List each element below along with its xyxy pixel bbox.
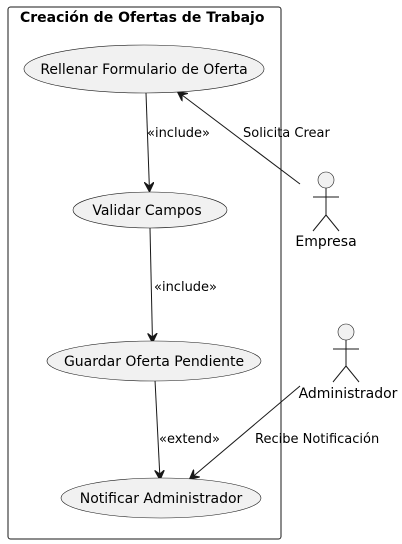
edge-validar-guardar: [150, 227, 153, 342]
system-boundary-frame: [7, 6, 282, 540]
actor-empresa-left-leg: [312, 214, 327, 232]
edge-label-include-1: «include»: [147, 126, 210, 141]
use-case-notificar: Notificar Administrador: [60, 477, 262, 519]
actor-administrador-right-leg: [345, 365, 360, 383]
use-case-validar-label: Validar Campos: [92, 203, 201, 219]
edge-rellenar-validar: [146, 92, 150, 191]
actor-empresa-right-leg: [325, 214, 340, 232]
edge-label-extend: «extend»: [159, 432, 220, 447]
edge-empresa-rellenar: [178, 92, 301, 185]
edge-administrador-notificar: [190, 385, 301, 479]
actor-administrador-label: Administrador: [299, 386, 398, 402]
use-case-validar: Validar Campos: [72, 191, 228, 229]
use-case-notificar-shape: [60, 477, 262, 519]
use-case-validar-shape: [72, 191, 228, 229]
relations: «include» «include» «extend» Solicita Cr…: [146, 92, 379, 479]
edge-label-include-2: «include»: [154, 280, 217, 295]
edge-label-solicita-crear: Solicita Crear: [243, 126, 330, 141]
use-case-rellenar-shape: [23, 44, 265, 94]
actor-administrador-left-leg: [332, 365, 347, 383]
actor-administrador-head: [337, 323, 355, 341]
use-case-guardar-label: Guardar Oferta Pendiente: [64, 354, 244, 370]
use-case-notificar-label: Notificar Administrador: [80, 491, 243, 507]
edge-guardar-notificar: [154, 379, 160, 479]
use-case-rellenar: Rellenar Formulario de Oferta: [23, 44, 265, 94]
actor-administrador: Administrador: [299, 323, 398, 402]
edge-label-recibe-notificacion: Recibe Notificación: [255, 432, 379, 447]
use-case-guardar: Guardar Oferta Pendiente: [46, 340, 262, 382]
actor-empresa-head: [317, 171, 335, 189]
actor-empresa-label: Empresa: [295, 234, 356, 250]
use-case-rellenar-label: Rellenar Formulario de Oferta: [40, 62, 247, 78]
use-case-guardar-shape: [46, 340, 262, 382]
actor-empresa: Empresa: [295, 171, 357, 250]
system-boundary: Creación de Ofertas de Trabajo: [7, 6, 282, 540]
system-title: Creación de Ofertas de Trabajo: [20, 10, 265, 26]
